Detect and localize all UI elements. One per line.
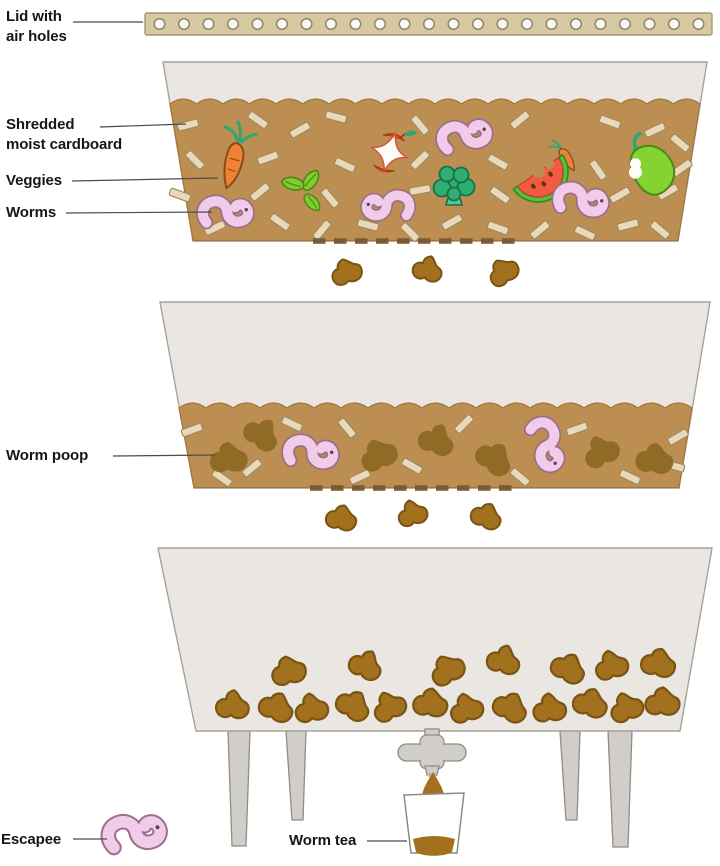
air-hole-icon	[667, 17, 681, 31]
cardboard-label-line1: Shredded	[6, 116, 75, 133]
apple-core-icon	[369, 130, 417, 173]
escapee-worm-icon	[107, 819, 161, 848]
bin-leg	[559, 730, 581, 821]
air-hole-icon	[520, 17, 534, 31]
cardboard-label-line2: moist cardboard	[6, 136, 123, 153]
air-hole-icon	[202, 17, 215, 31]
air-hole-icon	[643, 17, 656, 31]
air-hole-icon	[153, 17, 166, 31]
falling-poop-icon	[392, 495, 431, 531]
worm-tea-label: Worm tea	[289, 832, 357, 849]
air-hole-icon	[545, 17, 558, 31]
air-hole-icon	[349, 17, 362, 31]
cardboard-label: Shredded moist cardboard	[6, 115, 122, 155]
falling-poop-icon	[327, 254, 366, 288]
air-hole-icon	[594, 17, 607, 31]
zucchini-icon	[628, 131, 676, 196]
air-hole-icon	[177, 17, 191, 31]
lid-label: Lid with air holes	[6, 7, 67, 47]
veggies-label: Veggies	[6, 172, 62, 189]
air-hole-icon	[226, 17, 240, 31]
cardboard-leader-line	[99, 123, 187, 128]
air-hole-icon	[471, 17, 485, 31]
veggies-leader-line	[71, 177, 219, 182]
worm-icon	[287, 438, 335, 467]
worm-icon	[202, 201, 248, 225]
worms-leader-line	[65, 211, 213, 214]
bin1-compost	[169, 98, 701, 242]
broccoli-icon	[432, 165, 476, 206]
bin-leg	[227, 730, 251, 847]
air-hole-icon	[496, 17, 509, 31]
air-hole-icon	[569, 17, 583, 31]
spigot-icon	[397, 728, 467, 778]
worm-icon	[366, 194, 411, 218]
basil-leaves-icon	[280, 169, 321, 212]
worm-tea-cup	[403, 772, 465, 856]
lid-label-line2: air holes	[6, 28, 67, 45]
tea-liquid	[413, 836, 455, 856]
air-hole-icon	[251, 17, 264, 31]
air-hole-icon	[324, 17, 338, 31]
lid-air-holes	[153, 17, 705, 31]
carrot-icon	[223, 120, 258, 190]
falling-poop-icon	[323, 500, 361, 535]
falling-poop-group-1	[327, 251, 524, 291]
air-hole-icon	[422, 17, 436, 31]
air-hole-icon	[618, 17, 632, 31]
escapee-label: Escapee	[1, 831, 62, 848]
bin-leg	[285, 730, 307, 821]
lid-label-line1: Lid with	[6, 8, 62, 25]
collection-bin	[157, 547, 713, 848]
air-hole-icon	[692, 17, 705, 31]
air-hole-icon	[373, 17, 387, 31]
air-hole-icon	[275, 17, 289, 31]
falling-poop-group-2	[323, 495, 507, 535]
worms-label: Worms	[6, 204, 57, 221]
air-hole-icon	[300, 17, 313, 31]
worm-poop-leader-line	[112, 454, 216, 457]
watermelon-icon	[512, 153, 569, 203]
worm-poop-label: Worm poop	[6, 447, 89, 464]
falling-poop-icon	[410, 252, 446, 285]
lid	[144, 12, 713, 36]
castings-bin	[159, 301, 711, 491]
air-hole-icon	[398, 17, 411, 31]
falling-poop-icon	[467, 497, 507, 534]
air-hole-icon	[447, 17, 460, 31]
falling-poop-icon	[482, 251, 524, 291]
bin-leg	[607, 730, 633, 848]
feeding-bin	[162, 61, 708, 244]
worm-icon	[556, 185, 605, 216]
